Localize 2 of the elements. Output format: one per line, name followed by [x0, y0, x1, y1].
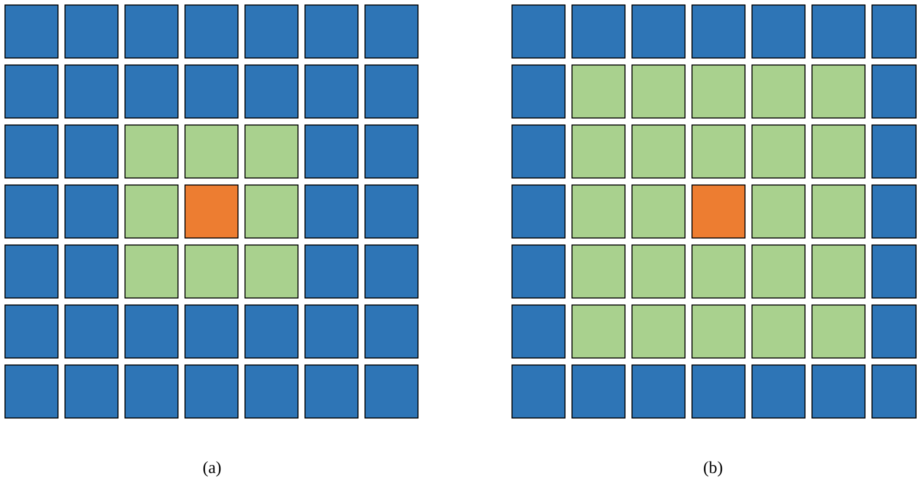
panel-label: (b) — [703, 458, 723, 478]
panel-label: (a) — [202, 458, 222, 478]
